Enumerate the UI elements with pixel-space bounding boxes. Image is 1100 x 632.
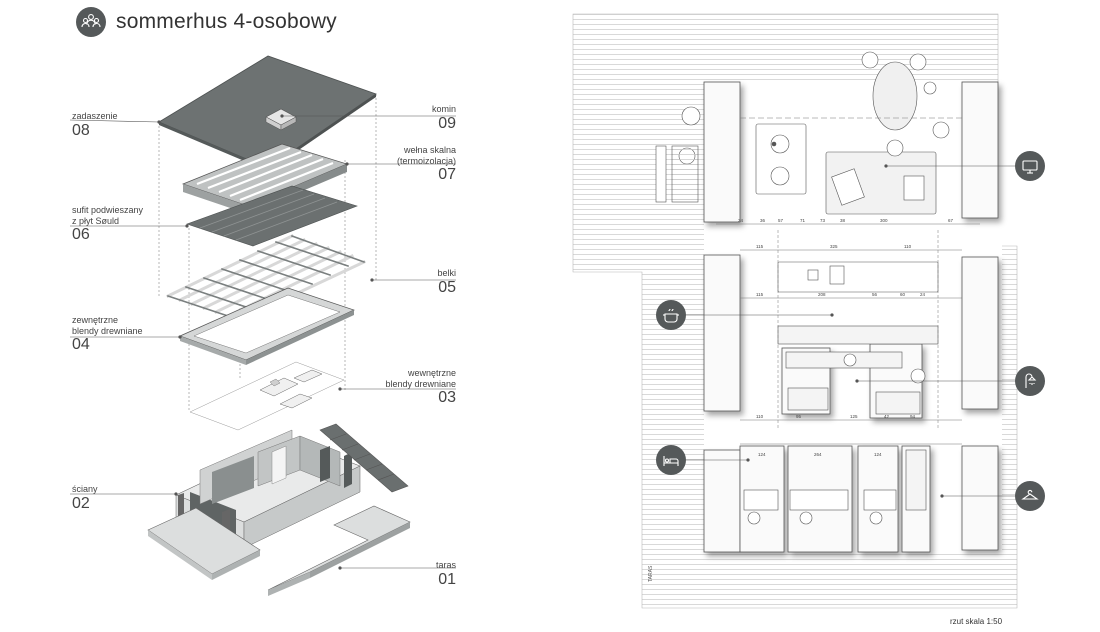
dim-label: 94 xyxy=(910,414,916,419)
dim-label: 110 xyxy=(756,414,764,419)
living-room-furniture xyxy=(655,51,950,215)
dim-label: 124 xyxy=(874,452,882,457)
dim-label: 300 xyxy=(880,218,888,223)
dim-label: 71 xyxy=(800,218,806,223)
dim-label: 95 xyxy=(796,414,802,419)
kitchen-furniture xyxy=(777,261,939,415)
bedroom-furniture xyxy=(743,449,927,525)
exploded-axonometric xyxy=(69,55,456,596)
people-group-icon xyxy=(76,7,106,37)
shower-icon xyxy=(1015,366,1045,396)
terrace-side-label: TARAS xyxy=(648,565,654,582)
dim-label: 67 xyxy=(948,218,954,223)
dim-label: 208 xyxy=(818,292,826,297)
dim-label: 124 xyxy=(758,452,766,457)
dim-label: 73 xyxy=(820,218,826,223)
dim-label: 60 xyxy=(900,292,906,297)
tv-icon xyxy=(1015,151,1045,181)
page-header: sommerhus 4-osobowy xyxy=(76,6,337,38)
dim-label: 57 xyxy=(778,218,784,223)
bed-icon xyxy=(656,445,686,475)
house-footprint xyxy=(655,51,1002,553)
dim-label: 115 xyxy=(756,244,764,249)
layer-label-07: wełna skalna(termoizolacja)07 xyxy=(396,145,456,183)
dim-label: 264 xyxy=(814,452,822,457)
dim-label: 42 xyxy=(884,414,890,419)
suspended-ceiling-layer xyxy=(186,185,358,247)
cooking-pot-icon xyxy=(656,300,686,330)
dim-label: 24 xyxy=(738,218,744,223)
dim-label: 115 xyxy=(756,292,764,297)
scale-label: rzut skala 1:50 xyxy=(950,617,1003,626)
leader-lines xyxy=(69,115,456,569)
dimension-lines xyxy=(716,223,980,445)
dim-label: 36 xyxy=(760,218,766,223)
dim-label: 38 xyxy=(840,218,846,223)
dimension-labels: 24 36 57 71 73 38 300 67 115 325 110 115… xyxy=(738,218,954,457)
external-blinds-layer xyxy=(179,287,355,365)
dim-label: 125 xyxy=(850,414,858,419)
dim-label: 110 xyxy=(904,244,912,249)
terrace-layer xyxy=(147,505,411,596)
dim-label: 56 xyxy=(872,292,878,297)
dim-label: 325 xyxy=(830,244,838,249)
callout-leaders xyxy=(686,165,1015,497)
page-title: sommerhus 4-osobowy xyxy=(116,10,337,33)
internal-blinds-layer xyxy=(189,361,345,431)
dim-label: 24 xyxy=(920,292,926,297)
floor-plan: 24 36 57 71 73 38 300 67 115 325 110 115… xyxy=(572,13,1018,609)
hanger-icon xyxy=(1015,481,1045,511)
